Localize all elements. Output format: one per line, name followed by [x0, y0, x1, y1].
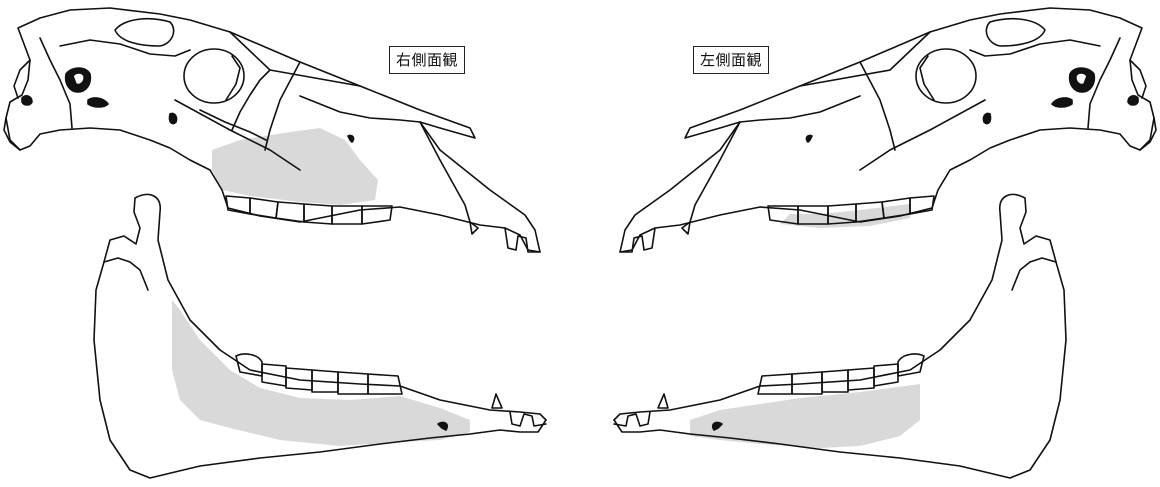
- cranium-outline: [6, 8, 540, 252]
- upper-cheek-teeth-left: [768, 196, 934, 224]
- left-lateral-view-label: 左側面観: [693, 46, 770, 74]
- lower-canine: [492, 394, 502, 408]
- right-lateral-view: [4, 8, 546, 478]
- lower-cheek-teeth: [236, 354, 402, 394]
- upper-incisors: [505, 228, 540, 252]
- lower-cheek-teeth-left: [758, 354, 924, 394]
- mandible-shaded-area-left: [690, 384, 920, 448]
- mandible-outline-left: [614, 194, 1066, 478]
- lower-incisors: [510, 412, 546, 426]
- right-lateral-view-label: 右側面観: [389, 46, 466, 74]
- cranium-outline-left: [620, 8, 1154, 252]
- maxilla-shaded-area-left: [780, 204, 910, 228]
- left-lateral-view: [614, 8, 1156, 478]
- upper-canine: [470, 222, 478, 234]
- orbit-left: [916, 49, 976, 103]
- mandible-shaded-area: [172, 300, 470, 446]
- orbit: [184, 49, 244, 103]
- upper-cheek-teeth: [226, 196, 392, 224]
- mandible-outline: [94, 194, 546, 478]
